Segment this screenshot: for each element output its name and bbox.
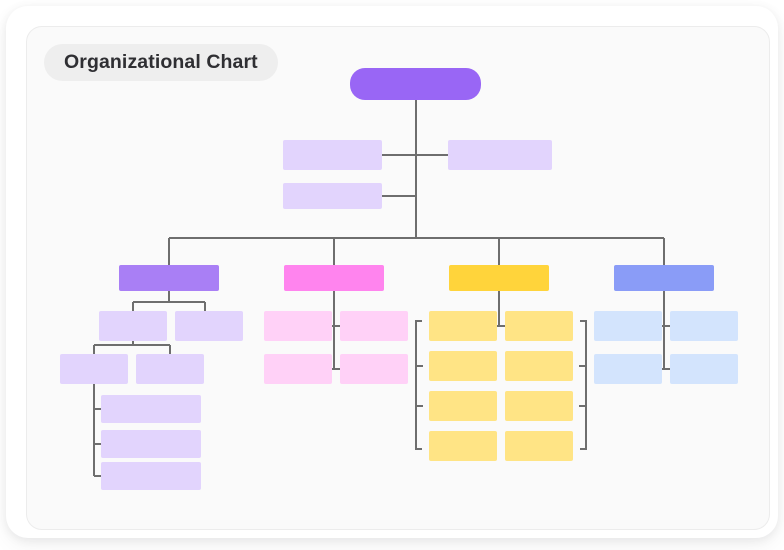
org-node-yellow-r4c2[interactable] (505, 431, 573, 461)
org-node-purple-a1[interactable] (99, 311, 167, 341)
org-node-pink-r1c1[interactable] (264, 311, 332, 341)
org-node-yellow-r2c2[interactable] (505, 351, 573, 381)
chart-card: Organizational Chart (6, 6, 778, 538)
org-node-purple-c2[interactable] (101, 430, 201, 458)
org-node-purple-c3[interactable] (101, 462, 201, 490)
org-node-dept-yellow[interactable] (449, 265, 549, 291)
node-layer (6, 6, 784, 550)
org-node-purple-c1[interactable] (101, 395, 201, 423)
org-node-yellow-r1c1[interactable] (429, 311, 497, 341)
org-node-purple-b1[interactable] (60, 354, 128, 384)
org-node-pink-r2c2[interactable] (340, 354, 408, 384)
org-node-staff-right-1[interactable] (448, 140, 552, 170)
org-node-dept-blue[interactable] (614, 265, 714, 291)
org-node-yellow-r3c2[interactable] (505, 391, 573, 421)
org-node-staff-left-2[interactable] (283, 183, 382, 209)
org-node-purple-b2[interactable] (136, 354, 204, 384)
org-node-blue-r1c2[interactable] (670, 311, 738, 341)
org-node-blue-r2c2[interactable] (670, 354, 738, 384)
page-title: Organizational Chart (64, 51, 258, 73)
org-node-root[interactable] (350, 68, 481, 100)
org-node-purple-a2[interactable] (175, 311, 243, 341)
org-node-dept-purple[interactable] (119, 265, 219, 291)
org-node-pink-r1c2[interactable] (340, 311, 408, 341)
org-node-yellow-r1c2[interactable] (505, 311, 573, 341)
org-node-yellow-r2c1[interactable] (429, 351, 497, 381)
org-node-blue-r2c1[interactable] (594, 354, 662, 384)
org-node-yellow-r4c1[interactable] (429, 431, 497, 461)
org-node-staff-left-1[interactable] (283, 140, 382, 170)
org-node-dept-pink[interactable] (284, 265, 384, 291)
page-title-chip: Organizational Chart (44, 44, 278, 81)
org-node-blue-r1c1[interactable] (594, 311, 662, 341)
org-node-yellow-r3c1[interactable] (429, 391, 497, 421)
org-node-pink-r2c1[interactable] (264, 354, 332, 384)
